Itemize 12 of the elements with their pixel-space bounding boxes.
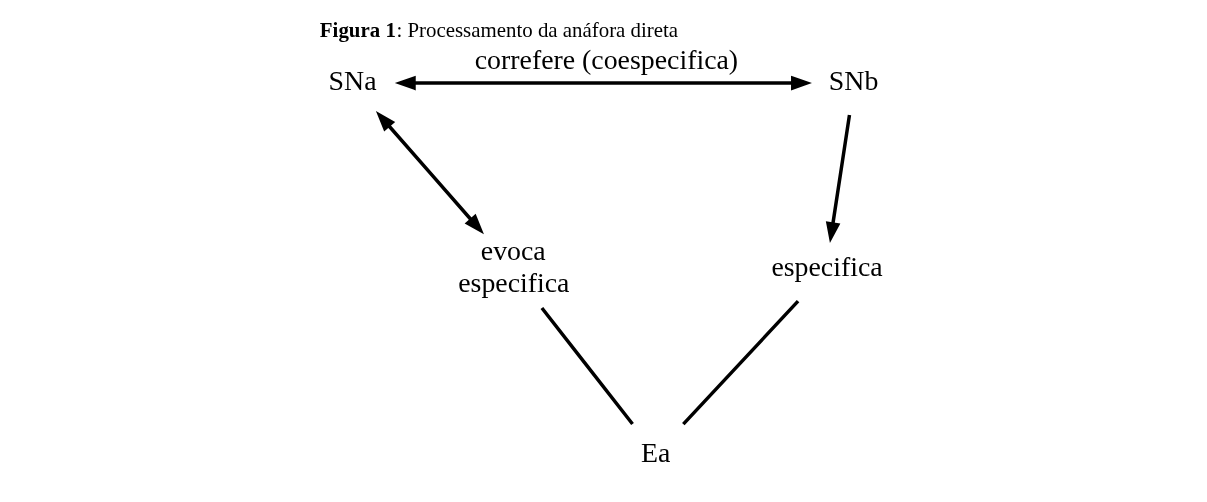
- node-text: evoca especifica: [458, 235, 570, 298]
- connector: [682, 300, 800, 426]
- node-text: SNa: [328, 64, 377, 96]
- arrow: [394, 75, 812, 91]
- node-text: especifica: [771, 250, 883, 282]
- arrow: [375, 111, 484, 235]
- node-text: SNb: [828, 64, 879, 96]
- node-text: Ea: [640, 437, 671, 469]
- diagram-title: Figura 1: Processamento da anáfora direta: [319, 18, 679, 43]
- arrow: [825, 114, 852, 244]
- connector: [540, 306, 634, 426]
- edge-label: correfere (coespecifica): [474, 43, 739, 75]
